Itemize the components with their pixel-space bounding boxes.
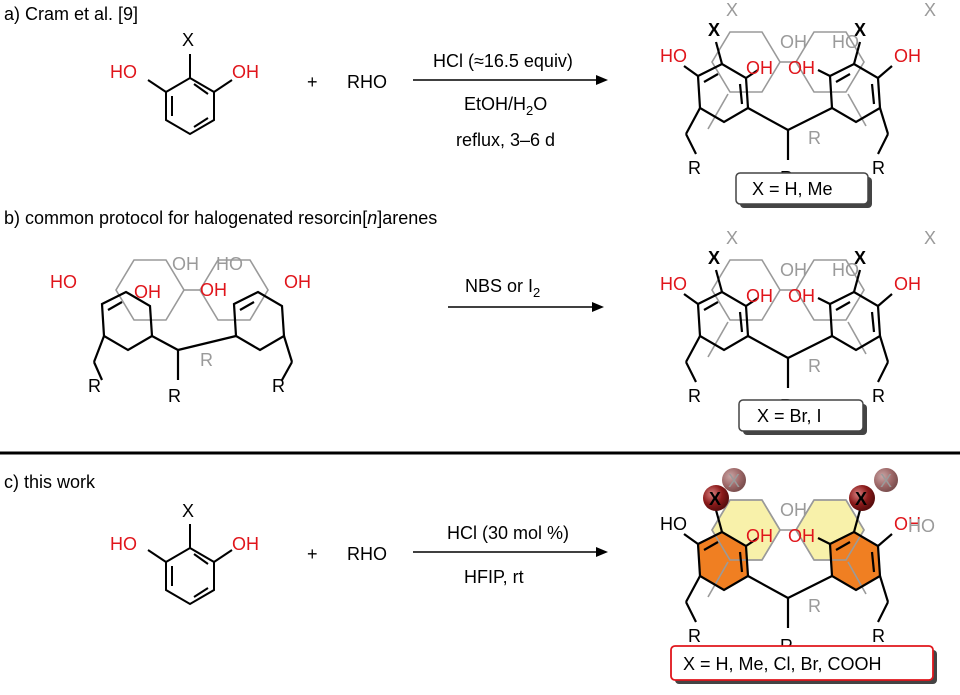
product-a-x-back-left: X [726, 0, 738, 20]
product-c-ho-left: HO [660, 514, 687, 534]
product-a-oh-inner-right: OH [788, 58, 815, 78]
product-c-oh-back-1: OH [780, 500, 807, 520]
product-b-x-right: X [854, 248, 866, 268]
sphere-back-right [874, 468, 898, 492]
start-b-r-back: R [200, 350, 213, 370]
conditions-a-line3: reflux, 3–6 d [456, 130, 555, 150]
start-b-oh-inner-right: OH [200, 280, 227, 300]
product-b-x-left: X [708, 248, 720, 268]
resorcinol-a: X HO OH [110, 30, 259, 136]
resorcinarene-start-b: HO OH OH OH OH HO R R R R [50, 254, 311, 406]
product-c-ho-back-2: HO [908, 516, 935, 536]
conditions-a-line2: EtOH/H2O [464, 94, 547, 118]
resorcinol-c-x: X [182, 501, 194, 521]
product-b-oh-inner-left: OH [746, 286, 773, 306]
panel-c-label: c) this work [4, 472, 96, 492]
resorcinol-c: X HO OH [110, 501, 259, 606]
product-b-ho-left: HO [660, 274, 687, 294]
resorcinol-a-x: X [182, 30, 194, 50]
product-a-x-right: X [854, 20, 866, 40]
product-a-ho-back-2: HO [832, 32, 859, 52]
product-a-r-left: R [688, 158, 701, 178]
sphere-back-left [722, 468, 746, 492]
conditions-c-line1: HCl (30 mol %) [447, 523, 569, 543]
product-b-x-back-left: X [726, 228, 738, 248]
result-b-text: X = Br, I [757, 406, 822, 426]
start-b-ho-left: HO [50, 272, 77, 292]
product-b-x-back-right: X [924, 228, 936, 248]
product-b-r-left: R [688, 386, 701, 406]
start-b-oh-back-1: OH [172, 254, 199, 274]
product-c-x-right: X [855, 489, 867, 509]
conditions-c-line2: HFIP, rt [464, 567, 524, 587]
start-b-r-center: R [168, 386, 181, 406]
sphere-front-left [703, 485, 729, 511]
arrow-b [448, 302, 604, 312]
product-c-x-back-right: X [880, 471, 892, 491]
product-a-x-left: X [708, 20, 720, 40]
sphere-front-right [849, 485, 875, 511]
start-b-r-right: R [272, 376, 285, 396]
product-a-oh-back-1: OH [780, 32, 807, 52]
panel-a-label: a) Cram et al. [9] [4, 4, 138, 24]
start-b-ho-back-2: HO [216, 254, 243, 274]
arrow-c [413, 547, 608, 557]
product-c-oh-inner-right: OH [788, 526, 815, 546]
product-b-r-back: R [808, 356, 821, 376]
product-a-oh-inner-left: OH [746, 58, 773, 78]
product-a-x-back-right: X [924, 0, 936, 20]
start-b-oh-right: OH [284, 272, 311, 292]
product-c-x-left: X [709, 489, 721, 509]
aldehyde-c: RHO [347, 544, 387, 564]
resorcinol-c-ho: HO [110, 534, 137, 554]
result-c-text: X = H, Me, Cl, Br, COOH [683, 654, 882, 674]
product-c-r-back: R [808, 596, 821, 616]
resorcinarene-product-a: X X X X HO OH OH OH OH HO R R R R [660, 0, 936, 188]
product-a-oh-right: OH [894, 46, 921, 66]
product-a-ho-left: HO [660, 46, 687, 66]
start-b-oh-inner-left: OH [134, 282, 161, 302]
product-c-oh-inner-left: OH [746, 526, 773, 546]
product-c-r-left: R [688, 626, 701, 646]
product-a-r-right: R [872, 158, 885, 178]
product-c-r-right: R [872, 626, 885, 646]
plus-a: + [307, 72, 318, 92]
aldehyde-a: RHO [347, 72, 387, 92]
product-b-oh-back-1: OH [780, 260, 807, 280]
result-box-b: X = Br, I [738, 399, 867, 435]
product-b-r-right: R [872, 386, 885, 406]
product-c-x-back-left: X [728, 471, 740, 491]
result-a-text: X = H, Me [752, 179, 833, 199]
resorcinol-a-ho: HO [110, 62, 137, 82]
product-b-oh-right: OH [894, 274, 921, 294]
result-box-c: X = H, Me, Cl, Br, COOH [670, 645, 937, 684]
resorcinarene-product-b: X X X X HO OH OH OH OH HO R R R R [660, 228, 936, 416]
resorcinol-a-oh: OH [232, 62, 259, 82]
product-b-oh-inner-right: OH [788, 286, 815, 306]
conditions-a-line1: HCl (≈16.5 equiv) [433, 51, 573, 71]
resorcinarene-product-c: X X X X HO OH OH OH OH HO R R R R [660, 468, 935, 656]
plus-c: + [307, 544, 318, 564]
product-c-oh-right: OH [894, 514, 921, 534]
resorcinol-c-oh: OH [232, 534, 259, 554]
start-b-r-left: R [88, 376, 101, 396]
product-a-r-back: R [808, 128, 821, 148]
conditions-b: NBS or I2 [465, 276, 540, 300]
arrow-a [413, 75, 608, 85]
result-box-a: X = H, Me [735, 172, 872, 208]
product-b-ho-back-2: HO [832, 260, 859, 280]
panel-b-label: b) common protocol for halogenated resor… [4, 208, 437, 228]
